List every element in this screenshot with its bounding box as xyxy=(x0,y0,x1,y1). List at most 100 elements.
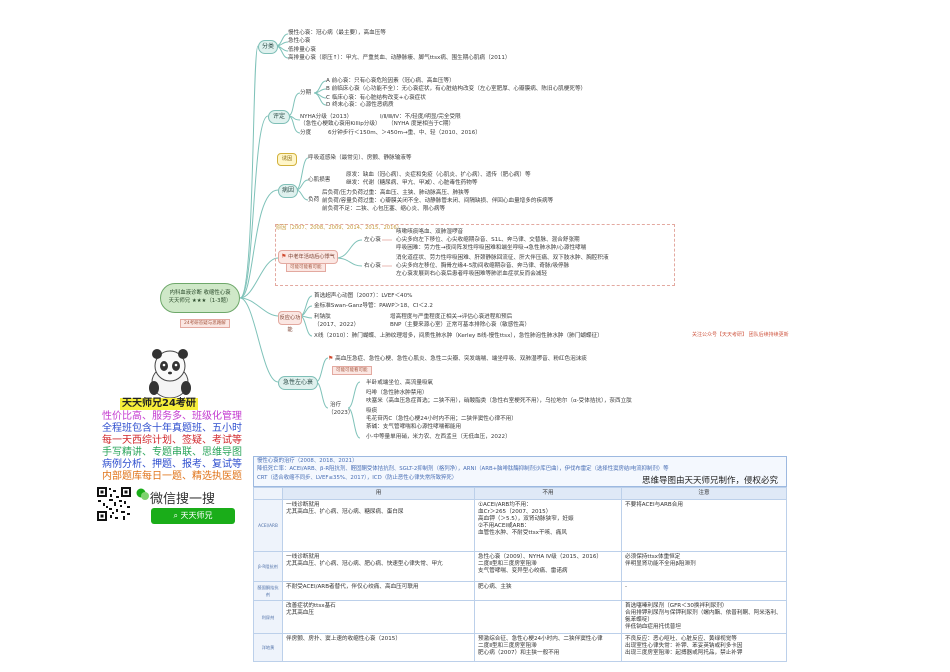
node-etiology: 病因 xyxy=(278,184,298,198)
row-label: ACEI/ARB xyxy=(253,499,283,552)
treatment-item: 茶碱：支气管哮喘和心源性哮喘都能用 xyxy=(366,424,462,430)
table-row: 利尿剂 改善症状的ttsx基石 尤其高血压 首选噻嗪利尿剂（GFR＜30换袢利尿… xyxy=(253,600,787,634)
table-heading: 慢性心衰的治疗（2008、2018、2021） xyxy=(257,458,358,464)
cell-use: 一线诊断就用 尤其高血压、扩心病、冠心病、糖尿病、蛋白尿 xyxy=(282,499,475,552)
search-button[interactable]: ⌕ 天天师兄 xyxy=(151,508,235,524)
staging-item: B 前临床心衰（心功能不全）：无心衰症状，有心脏结构改变（左心室肥厚、心瓣膜病、… xyxy=(326,86,587,92)
nyha-note: （急性心梗致心衰用Killip分级） xyxy=(300,121,381,127)
classification-item: 低排量心衰 xyxy=(288,47,316,53)
aux-item: （2017、2022） xyxy=(314,322,360,328)
treatment-item: 吗啡（急性肺水肿禁用） xyxy=(366,390,428,396)
classification-item: 慢性心衰：冠心病（最主要），高血压等 xyxy=(288,30,386,36)
right-hf-item: 心尖多向左移位、胸骨左缘4-5肋间收缩期杂音、奔马律、奇脉/吸停脉 xyxy=(396,263,570,269)
search-button-label: 天天师兄 xyxy=(180,511,213,520)
table-corner xyxy=(253,487,283,500)
col-use: 用 xyxy=(282,487,475,500)
aux-item: 利钠肽 xyxy=(314,314,331,320)
cell-use: 不耐受ACEI/ARB者替代，伴仅心绞痛、高血压可联用 xyxy=(282,581,475,601)
flag-icon: ⚑ xyxy=(281,253,287,260)
cell-note: 必须保持ttsx体重恒定 伴明显肾功能不全用β阻滞剂 xyxy=(621,551,787,582)
copyright-note: 思维导图由天天师兄制作，侵权必究 xyxy=(642,476,779,486)
cell-use: 改善症状的ttsx基石 尤其高血压 xyxy=(282,600,475,634)
flag-icon: ⚑ xyxy=(328,355,334,362)
row-label: 醛固酮拮抗剂 xyxy=(253,581,283,601)
cell-nouse xyxy=(474,600,622,634)
staging-item: A 前心衰：只有心衰危险因素（冠心病、高血压等） xyxy=(326,78,455,84)
staging-item: D 终末心衰：心源性恶病质 xyxy=(326,102,394,108)
right-hf-label: 右心衰 xyxy=(364,263,381,269)
bnp-item: 增高程度与严重程度正相关→评估心衰进程和预后 xyxy=(390,314,513,320)
table-row: ACEI/ARB 一线诊断就用 尤其高血压、扩心病、冠心病、糖尿病、蛋白尿 ①A… xyxy=(253,499,787,552)
aux-item: 金标准Swan-Ganz导管：PAWP＞18、CI＜2.2 xyxy=(314,303,433,309)
promo-line: 内部题库每日一题、精选执医题 xyxy=(102,471,242,482)
grade-text: 6分钟步行＜150m、＞450m→重、中、轻（2010、2016） xyxy=(328,130,481,136)
treatment-item: 吸痰 xyxy=(366,408,378,414)
mortality-line: 降低死亡率：ACEI/ARB、β-R阻抗剂、醛固酮受体拮抗剂、SGLT-2抑制剂… xyxy=(257,466,669,472)
row-label: 利尿剂 xyxy=(253,600,283,634)
cell-nouse: 预激综合征、急性心梗24小时内、二狭伴窦性心律 二度Ⅱ型和三度房室阻滞 肥心病（… xyxy=(474,633,622,662)
follow-notice: 关注公众号【天天考研】 团队后续持续更新 xyxy=(692,332,789,338)
node-acute: 急性左心衰 xyxy=(278,376,318,390)
treatment-item: 半卧或端坐位、高流量吸氧 xyxy=(366,380,434,386)
promo-line: 手写精讲、专题串联、思维导图 xyxy=(102,447,242,458)
staging-item: C 临床心衰：有心脏结构改变+心衰症状 xyxy=(326,95,426,101)
cell-note: - xyxy=(621,581,787,601)
treatment-item: 小·中等量单用硝，米力农、左西孟旦（无低血压，2022） xyxy=(366,434,511,440)
col-nouse: 不用 xyxy=(474,487,622,500)
treatment-item: 毛花苷丙C（急性心梗24小时内不用；二狭伴窦性心律不用） xyxy=(366,416,517,422)
cell-use: 伴房颤、房扑、窦上速的收缩性心衰（2015） xyxy=(282,633,475,662)
cell-note: 不要将ACEI与ARB合用 xyxy=(621,499,787,552)
myocardial-secondary: 继发：代谢（糖尿病、甲亢、甲减）、心脏毒性药物等 xyxy=(346,180,478,186)
promo-line: 全程班包含十年真题班、五小时 xyxy=(102,423,242,434)
left-hf-item: 呼吸困难：劳力性→夜间阵发性呼吸困难和端坐呼吸→急性肺水肿/心源性哮喘 xyxy=(396,245,587,251)
left-hf-item: 咳嗽咳痰咯血、双肺湿啰音 xyxy=(396,229,464,235)
promo-line: 病例分析、押题、报考、复试等 xyxy=(102,459,242,470)
right-hf-item: 左心衰发展到右心衰后患者呼吸困难等肺淤血症状反而会减轻 xyxy=(396,271,548,277)
load-item: 前负荷/容量负荷过重：心瓣膜关闭不全、动静脉管未闭、间隔缺损、伴回心血量增多的疾… xyxy=(322,198,554,204)
table-header-row: 用 不用 注意 xyxy=(253,487,787,500)
nyha-grades: Ⅰ/Ⅱ/Ⅲ/Ⅳ：不/轻度/明显/完全受限 xyxy=(380,114,461,120)
table-row: 洋地黄 伴房颤、房扑、窦上速的收缩性心衰（2015） 预激综合征、急性心梗24小… xyxy=(253,633,787,662)
cell-nouse: 急性心衰（2009）、NYHA Ⅳ级（2015、2016） 二度Ⅱ型和三度房室阻… xyxy=(474,551,622,582)
staging-label: 分期 xyxy=(300,90,312,96)
treatment-year: （2023） xyxy=(328,410,354,416)
load-label: 负荷 xyxy=(308,197,320,203)
promo-line: 性价比高、服务多、班级化管理 xyxy=(102,411,242,422)
load-item: 后负荷/压力负荷过重：高血压、主狭、肺动脉高压、肺狭等 xyxy=(322,190,470,196)
manifestation-frame xyxy=(275,224,675,286)
wechat-search-label: 微信搜一搜 xyxy=(150,492,216,507)
trigger-text: 呼吸道感染（最常见）、房颤、静脉输液等 xyxy=(308,155,412,161)
myocardial-primary: 原发：缺血（冠心病）、炎症和免疫（心肌炎、扩心病）、遗传（肥心病）等 xyxy=(346,172,531,178)
acute-tag: 可能可能看可能 xyxy=(332,366,372,375)
bnp-item: BNP（主要来源心室）正常可基本排除心衰（敏感性高） xyxy=(390,322,531,328)
acute-main-text: 高血压急症、急性心梗、急性心肌炎、急性二尖瓣、突发端喘、端坐呼吸、双肺湿啰音、粉… xyxy=(335,356,587,362)
load-item: 前负荷不足：二狭、心包压塞、缩心炎、限心病等 xyxy=(322,206,446,212)
nyha-equiv: （NYHA 度是相当于C期） xyxy=(388,121,455,127)
treatment-item: 呋塞米（高血压急症首选；二狭不用），硝酸脂类（急性右室梗死不用），乌拉地尔（α-… xyxy=(366,398,632,404)
table-row: β-R阻抗剂 一线诊断就用 尤其高血压、扩心病、冠心病、肥心病、快速型心律失常、… xyxy=(253,551,787,582)
trigger-badge: 诱因 xyxy=(277,153,297,166)
treatment-summary-box xyxy=(253,456,787,487)
node-manifestation: ⚑ 中老年活动后心悸气短 xyxy=(278,250,338,272)
promo-title: 天天师兄24考研 xyxy=(120,398,198,410)
search-icon: ⌕ xyxy=(173,511,178,520)
center-tag: 24考研答疑与思路解 xyxy=(180,319,230,328)
node-function: 反应心功能 xyxy=(278,311,302,333)
node-classification: 分类 xyxy=(258,40,278,54)
nyha-label: NYHA分级（2013） xyxy=(300,114,353,120)
grade-label: 分度 xyxy=(300,130,312,136)
acute-main: ⚑ 高血压急症、急性心梗、急性心肌炎、急性二尖瓣、突发端喘、端坐呼吸、双肺湿啰音… xyxy=(328,355,587,363)
classification-item: 急性心衰 xyxy=(288,38,311,44)
aux-item: X线（2010）：肺门蝴蝶、上肺纹理增多，间质性肺水肿（Kerley B线-慢性… xyxy=(314,333,603,339)
node-evaluation: 评定 xyxy=(268,110,290,124)
panda-mascot-icon xyxy=(149,349,191,399)
cell-use: 一线诊断就用 尤其高血压、扩心病、冠心病、肥心病、快速型心律失常、甲亢 xyxy=(282,551,475,582)
myocardial-label: 心肌损害 xyxy=(308,177,331,183)
center-subtitle: 天天师兄 ★★★（1-3题） xyxy=(168,298,232,304)
right-hf-item: 消化道症状、劳力性呼吸困难、肝颈静脉回流征、肝大伴压痛、双下肢水肿、胸腔积液 xyxy=(396,255,609,261)
center-title: 内科血液诊断 收缩性心衰 xyxy=(169,290,231,296)
row-label: β-R阻抗剂 xyxy=(253,551,283,582)
promo-line: 每一天西综计划、签疑、考试等 xyxy=(102,435,242,446)
col-note: 注意 xyxy=(621,487,787,500)
cell-nouse: 肥心病、主狭 xyxy=(474,581,622,601)
